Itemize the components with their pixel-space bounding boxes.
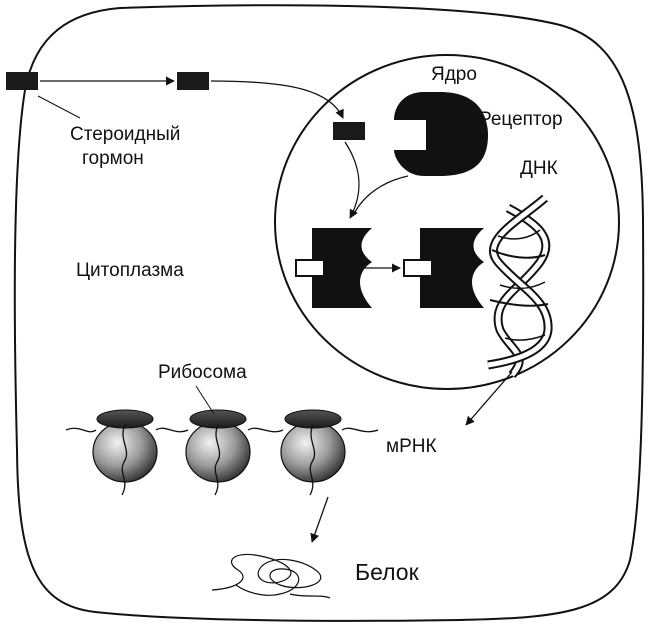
transcription-arrow (465, 371, 513, 426)
hormone-molecule-nucleus (333, 122, 365, 140)
dna-label: ДНК (520, 158, 558, 179)
hormone-label-line2: гормон (82, 148, 144, 169)
bound-hormone (403, 259, 433, 277)
hormone-molecule (177, 72, 209, 90)
ribosome (280, 409, 346, 496)
ribosome-label: Рибосома (158, 362, 247, 383)
translation-arrow (310, 496, 329, 543)
receptor-label-pointer (467, 121, 479, 129)
protein-chain (211, 553, 331, 599)
hormone-entry-arrow (210, 80, 344, 119)
hormone-to-complex-arrow (344, 141, 360, 219)
hormone-molecule (6, 72, 38, 90)
hormone-label-pointer (37, 95, 81, 119)
ribosome (185, 409, 251, 496)
bound-hormone (295, 259, 325, 277)
receptor-label: Рецептор (479, 109, 563, 130)
cytoplasm-label: Цитоплазма (76, 260, 184, 281)
protein-label: Белок (355, 559, 420, 585)
dna-helix (487, 194, 553, 379)
receptor-shape (394, 92, 488, 176)
nucleus-label: Ядро (431, 64, 477, 85)
cell-membrane (13, 4, 645, 622)
hormone-label-line1: Стероидный (70, 124, 180, 145)
hormone-receptor-complex-dna (420, 228, 484, 308)
mrna-strand (65, 427, 379, 433)
receptor-to-complex-arrow (353, 175, 409, 215)
ribosome-label-pointer (195, 385, 215, 415)
hormone-receptor-complex (312, 228, 372, 308)
nucleus (274, 54, 620, 390)
mrna-label: мРНК (386, 436, 437, 457)
ribosome (92, 409, 158, 496)
